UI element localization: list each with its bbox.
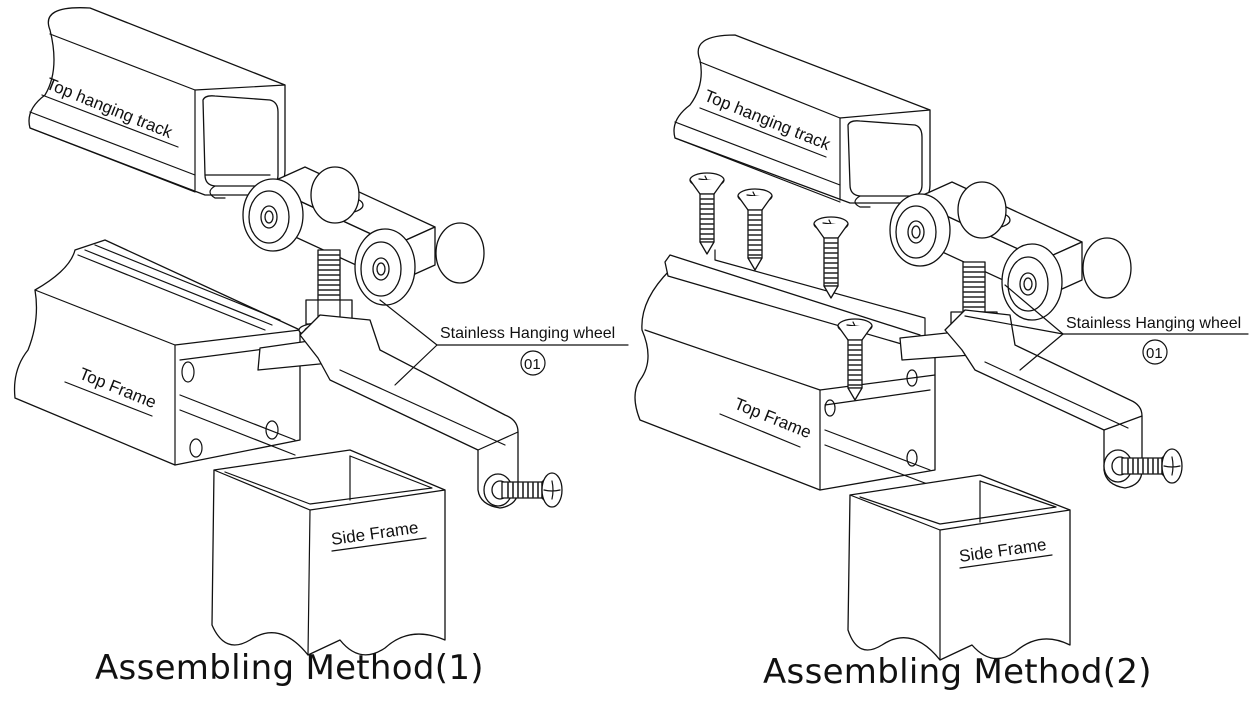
self-tapping-screw-3 [813, 216, 849, 299]
side-frame-1 [211, 449, 446, 656]
l-bracket-2 [899, 309, 1143, 489]
method-1-caption: Assembling Method(1) [95, 648, 484, 688]
l-bracket-1 [257, 314, 519, 509]
top-hanging-track-2 [673, 34, 931, 208]
method-2-caption: Assembling Method(2) [763, 652, 1152, 692]
top-frame-1 [13, 239, 301, 466]
countersunk-screw-2 [1103, 448, 1183, 484]
svg-text:01: 01 [1146, 345, 1163, 362]
callout-stainless-hanging-wheel-2: Stainless Hanging wheel 01 [964, 284, 1249, 371]
side-frame-2 [847, 474, 1071, 661]
self-tapping-screw-1 [689, 172, 725, 255]
svg-text:01: 01 [524, 356, 541, 373]
svg-text:Stainless Hanging wheel: Stainless Hanging wheel [1066, 315, 1241, 332]
svg-text:Stainless Hanging wheel: Stainless Hanging wheel [440, 325, 615, 342]
method-1-panel: Top hanging track Top Frame [13, 7, 629, 656]
callout-stainless-hanging-wheel-1: Stainless Hanging wheel 01 [379, 299, 629, 386]
top-frame-2 [634, 249, 936, 491]
self-tapping-screw-2 [737, 188, 773, 271]
hanging-wheel-carriage-2 [889, 181, 1132, 321]
hanging-wheel-carriage-1 [242, 166, 485, 306]
countersunk-screw-1 [483, 472, 563, 508]
top-hanging-track-1 [28, 7, 286, 199]
method-2-panel: Top hanging track Top Frame [634, 34, 1249, 661]
